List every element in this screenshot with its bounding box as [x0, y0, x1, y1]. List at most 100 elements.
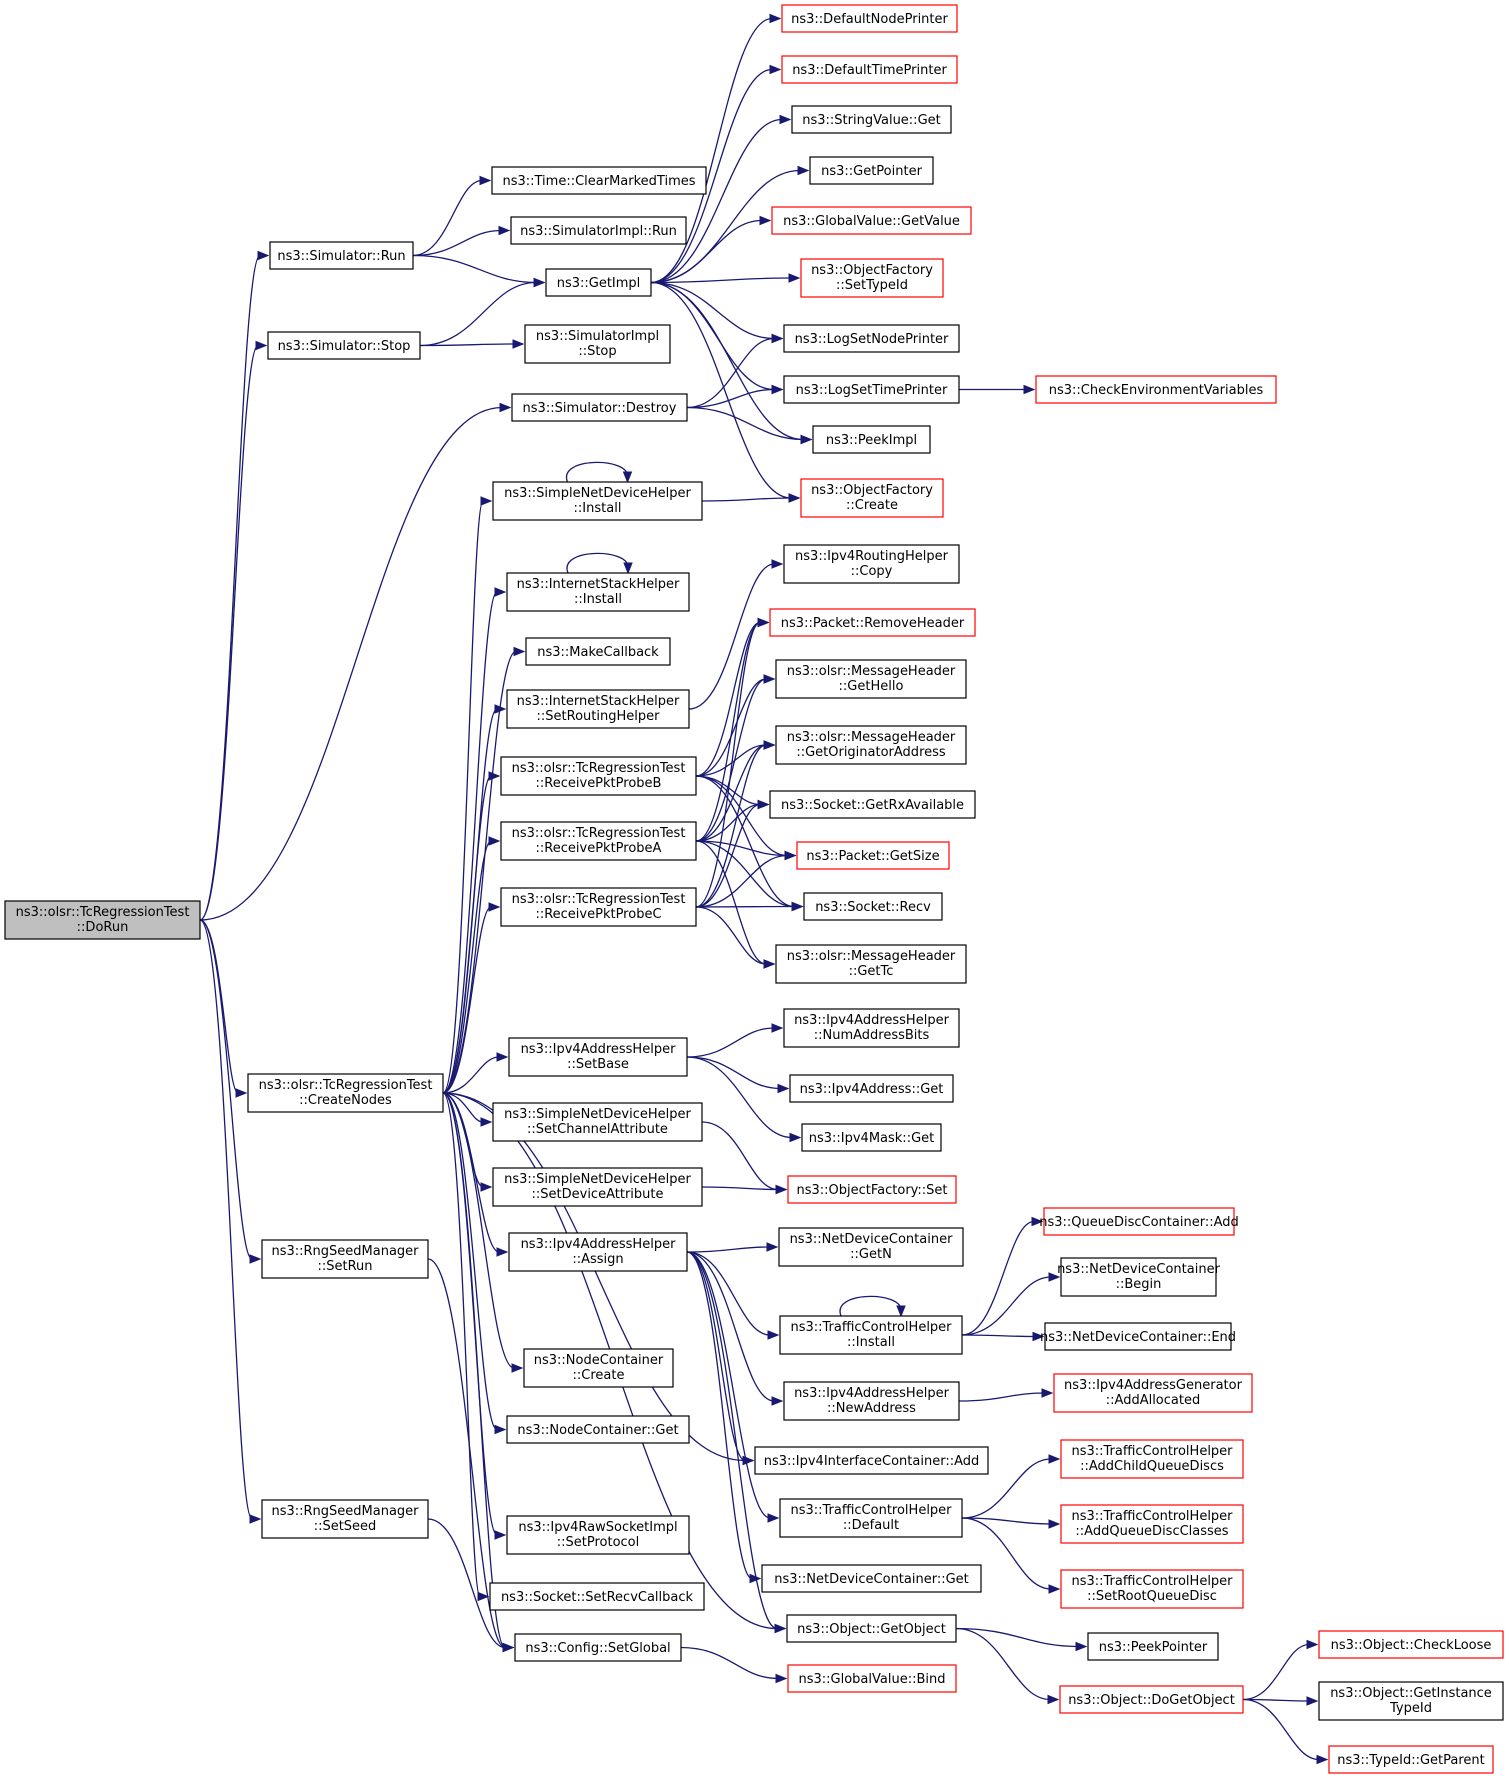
node-getpointer[interactable]: ns3::GetPointer [809, 156, 934, 185]
node-makecallback[interactable]: ns3::MakeCallback [525, 637, 671, 666]
node-recv-c[interactable]: ns3::olsr::TcRegressionTest::ReceivePktP… [500, 887, 697, 927]
node-sim-stop[interactable]: ns3::Simulator::Stop [267, 331, 421, 360]
call-edge [650, 281, 813, 445]
node-label: ns3::ObjectFactory [811, 483, 933, 498]
node-label: ns3::InternetStackHelper [517, 577, 680, 592]
call-edge [686, 333, 784, 409]
node-mh-gethello[interactable]: ns3::olsr::MessageHeader::GetHello [775, 659, 967, 699]
node-ndc-begin[interactable]: ns3::NetDeviceContainer::Begin [1057, 1257, 1221, 1297]
node-label: ::Install [847, 1335, 895, 1350]
node-sim-destroy[interactable]: ns3::Simulator::Destroy [511, 393, 688, 422]
node-globalvalue-getvalue[interactable]: ns3::GlobalValue::GetValue [771, 206, 972, 235]
node-label: ns3::Packet::RemoveHeader [781, 616, 965, 631]
call-edge [695, 775, 770, 810]
node-of-create[interactable]: ns3::ObjectFactory::Create [800, 478, 944, 518]
node-label: ns3::PeekImpl [826, 433, 917, 448]
call-edge [412, 175, 492, 257]
node-peekimpl[interactable]: ns3::PeekImpl [812, 425, 931, 454]
node-root[interactable]: ns3::olsr::TcRegressionTest::DoRun [4, 900, 201, 940]
node-tch-addchild[interactable]: ns3::TrafficControlHelper::AddChildQueue… [1060, 1439, 1244, 1479]
node-ish-setrouting[interactable]: ns3::InternetStackHelper::SetRoutingHelp… [506, 689, 690, 729]
node-nc-get[interactable]: ns3::NodeContainer::Get [506, 1415, 690, 1444]
node-tch-default[interactable]: ns3::TrafficControlHelper::Default [779, 1498, 963, 1538]
node-label: ns3::SimpleNetDeviceHelper [504, 1172, 691, 1187]
node-socket-setrecvcb[interactable]: ns3::Socket::SetRecvCallback [489, 1582, 705, 1611]
node-packet-getsize[interactable]: ns3::Packet::GetSize [796, 841, 950, 870]
node-log-settimeprinter[interactable]: ns3::LogSetTimePrinter [783, 375, 960, 404]
node-of-settypeid[interactable]: ns3::ObjectFactory::SetTypeId [800, 258, 944, 298]
node-default-node-printer[interactable]: ns3::DefaultNodePrinter [781, 4, 958, 33]
node-sndh-setdevice[interactable]: ns3::SimpleNetDeviceHelper::SetDeviceAtt… [492, 1167, 703, 1207]
node-label: ::GetN [850, 1247, 892, 1262]
node-stringvalue-get[interactable]: ns3::StringValue::Get [791, 105, 952, 134]
node-ndc-getn[interactable]: ns3::NetDeviceContainer::GetN [778, 1227, 964, 1267]
node-mh-getorig[interactable]: ns3::olsr::MessageHeader::GetOriginatorA… [775, 725, 967, 765]
call-edge [701, 493, 801, 503]
node-socket-recv[interactable]: ns3::Socket::Recv [803, 892, 943, 921]
node-tch-setroot[interactable]: ns3::TrafficControlHelper::SetRootQueueD… [1060, 1569, 1244, 1609]
node-label: ns3::Ipv4AddressHelper [794, 1386, 950, 1401]
node-label: ::Assign [572, 1252, 623, 1267]
node-recv-a[interactable]: ns3::olsr::TcRegressionTest::ReceivePktP… [500, 821, 697, 861]
node-ipv4addr-get[interactable]: ns3::Ipv4Address::Get [789, 1074, 954, 1103]
node-check-env[interactable]: ns3::CheckEnvironmentVariables [1035, 375, 1277, 404]
node-ipv4mask-get[interactable]: ns3::Ipv4Mask::Get [801, 1123, 942, 1152]
node-simimpl-run[interactable]: ns3::SimulatorImpl::Run [510, 216, 687, 245]
node-config-setglobal[interactable]: ns3::Config::SetGlobal [514, 1633, 682, 1662]
node-tch-addclasses[interactable]: ns3::TrafficControlHelper::AddQueueDiscC… [1060, 1504, 1244, 1544]
node-label: ::ReceivePktProbeB [536, 776, 662, 791]
node-ipv4ah-assign[interactable]: ns3::Ipv4AddressHelper::Assign [508, 1232, 688, 1272]
node-socket-getrx[interactable]: ns3::Socket::GetRxAvailable [769, 790, 976, 819]
call-edge [442, 1092, 524, 1373]
node-rng-setseed[interactable]: ns3::RngSeedManager::SetSeed [261, 1499, 429, 1539]
node-ndc-end[interactable]: ns3::NetDeviceContainer::End [1040, 1322, 1236, 1351]
node-label: ns3::Object::DoGetObject [1068, 1693, 1235, 1708]
node-getimpl[interactable]: ns3::GetImpl [545, 268, 652, 297]
call-edge [701, 1121, 788, 1195]
call-edge [199, 919, 262, 1264]
node-obj-dogetobject[interactable]: ns3::Object::DoGetObject [1059, 1685, 1244, 1714]
node-label: ::GetHello [839, 679, 904, 694]
node-ndc-get[interactable]: ns3::NetDeviceContainer::Get [761, 1564, 982, 1593]
node-tch-install[interactable]: ns3::TrafficControlHelper::Install [779, 1315, 963, 1355]
node-ipv4ic-add[interactable]: ns3::Ipv4InterfaceContainer::Add [754, 1446, 989, 1475]
node-qdc-add[interactable]: ns3::QueueDiscContainer::Add [1039, 1207, 1239, 1236]
node-label: ns3::GlobalValue::Bind [799, 1672, 946, 1687]
node-label: ns3::TrafficControlHelper [1071, 1509, 1233, 1524]
node-ipv4ah-setbase[interactable]: ns3::Ipv4AddressHelper::SetBase [508, 1037, 688, 1077]
call-edge [442, 587, 507, 1094]
call-edge [442, 771, 501, 1094]
node-log-setnodeprinter[interactable]: ns3::LogSetNodePrinter [783, 324, 960, 353]
node-typeid-getparent[interactable]: ns3::TypeId::GetParent [1328, 1745, 1494, 1774]
node-packet-removeheader[interactable]: ns3::Packet::RemoveHeader [769, 608, 976, 637]
node-nc-create[interactable]: ns3::NodeContainer::Create [523, 1348, 674, 1388]
node-rng-setrun[interactable]: ns3::RngSeedManager::SetRun [261, 1239, 429, 1279]
node-ipv4rh-copy[interactable]: ns3::Ipv4RoutingHelper::Copy [783, 544, 960, 584]
node-obj-checkloose[interactable]: ns3::Object::CheckLoose [1318, 1630, 1504, 1659]
node-clear-marked[interactable]: ns3::Time::ClearMarkedTimes [491, 166, 707, 195]
node-of-set[interactable]: ns3::ObjectFactory::Set [787, 1175, 957, 1204]
call-edge [961, 1331, 1045, 1342]
node-sndh-install[interactable]: ns3::SimpleNetDeviceHelper::Install [492, 481, 703, 521]
self-call-edge [839, 1295, 906, 1318]
node-mh-gettc[interactable]: ns3::olsr::MessageHeader::GetTc [775, 944, 967, 984]
node-label: ::NewAddress [827, 1401, 916, 1416]
call-edge [680, 1646, 788, 1684]
node-globalvalue-bind[interactable]: ns3::GlobalValue::Bind [787, 1664, 957, 1693]
node-ipv4ah-newaddr[interactable]: ns3::Ipv4AddressHelper::NewAddress [783, 1381, 960, 1421]
node-label: ::Stop [578, 344, 616, 359]
node-ipv4ag-addalloc[interactable]: ns3::Ipv4AddressGenerator::AddAllocated [1053, 1373, 1253, 1413]
node-sndh-setchannel[interactable]: ns3::SimpleNetDeviceHelper::SetChannelAt… [492, 1102, 703, 1142]
node-rawsock-setproto[interactable]: ns3::Ipv4RawSocketImpl::SetProtocol [506, 1515, 690, 1555]
node-ipv4ah-numbits[interactable]: ns3::Ipv4AddressHelper::NumAddressBits [783, 1008, 960, 1048]
node-sim-run[interactable]: ns3::Simulator::Run [269, 241, 414, 270]
node-simimpl-stop[interactable]: ns3::SimulatorImpl::Stop [524, 324, 671, 364]
node-default-time-printer[interactable]: ns3::DefaultTimePrinter [781, 55, 958, 84]
node-obj-getobject[interactable]: ns3::Object::GetObject [786, 1614, 957, 1643]
node-ish-install[interactable]: ns3::InternetStackHelper::Install [506, 572, 690, 612]
node-label: ns3::Socket::GetRxAvailable [781, 798, 964, 813]
node-peekpointer[interactable]: ns3::PeekPointer [1087, 1632, 1219, 1661]
node-create-nodes[interactable]: ns3::olsr::TcRegressionTest::CreateNodes [247, 1073, 444, 1113]
node-recv-b[interactable]: ns3::olsr::TcRegressionTest::ReceivePktP… [500, 756, 697, 796]
